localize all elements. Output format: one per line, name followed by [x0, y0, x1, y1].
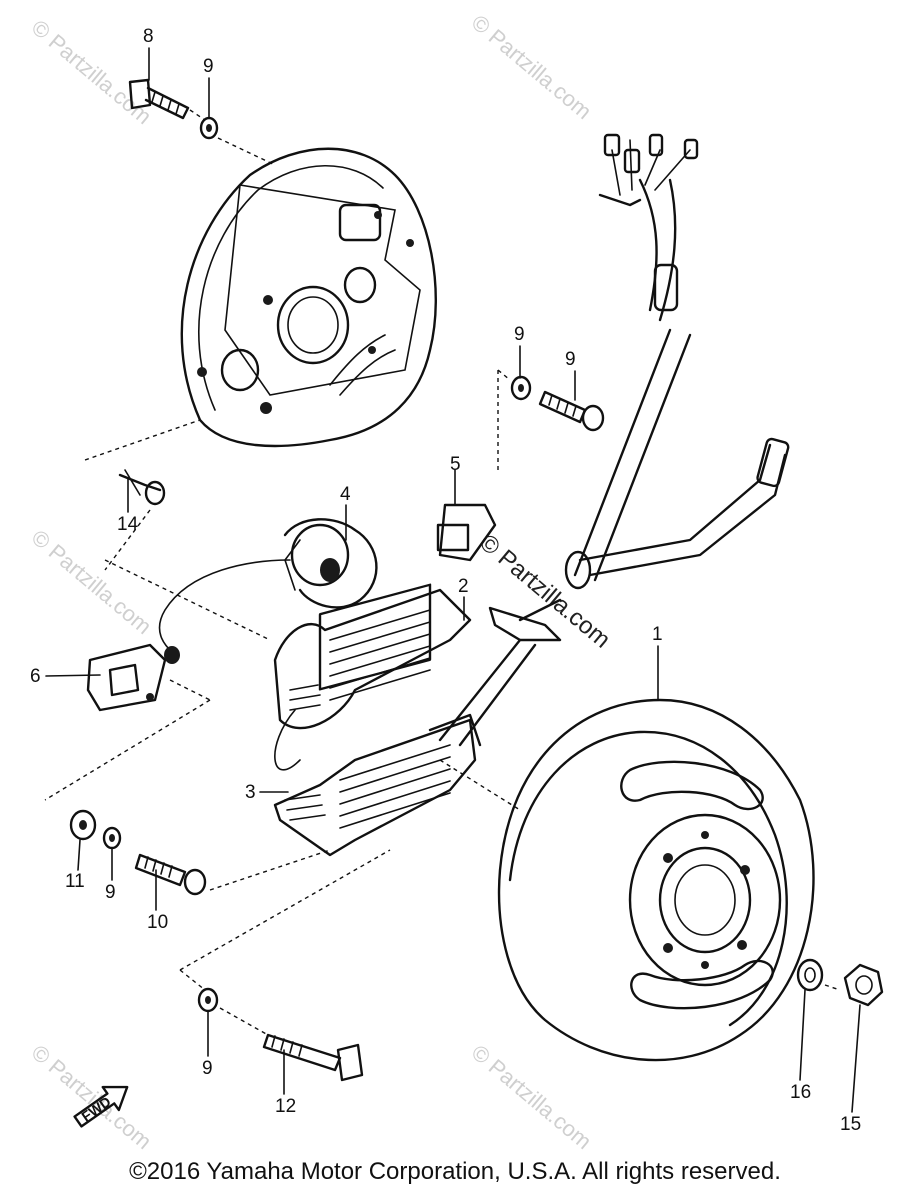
callout-9-bottom: 9 [202, 1058, 213, 1079]
callout-1: 1 [652, 624, 663, 645]
watermark-bottom-left: © Partzilla.com [27, 1040, 157, 1154]
contact-breaker-6 [86, 643, 180, 712]
watermark-top-left: © Partzilla.com [27, 15, 157, 129]
source-coil-2 [273, 583, 472, 730]
callout-2: 2 [458, 576, 469, 597]
copyright-notice: ©2016 Yamaha Motor Corporation, U.S.A. A… [129, 1158, 781, 1185]
callout-3: 3 [245, 782, 256, 803]
assembly-line-11 [497, 369, 511, 470]
washer-9-bottom [197, 987, 219, 1013]
bolt-8 [128, 78, 190, 120]
screw-14 [118, 469, 166, 506]
callout-11: 9 [565, 349, 576, 370]
assembly-line-6 [44, 559, 271, 801]
callout-15: 15 [840, 1114, 861, 1135]
callouts: 8 9 14 4 5 9 9 2 6 6 3 1 11 [30, 26, 861, 1135]
assembly-line-14 [84, 419, 201, 571]
callout-16: 16 [790, 1082, 811, 1103]
watermark-center: © Partzilla.com [474, 529, 615, 654]
washer-16 [796, 958, 824, 992]
coil-wire [158, 559, 301, 771]
bolt-13 [262, 1033, 364, 1082]
lighting-coil-4 [283, 518, 378, 609]
callout-8: 8 [143, 26, 154, 47]
callout-9-top: 9 [203, 56, 214, 77]
pulser-coil-3 [273, 713, 482, 857]
assembly-line-10 [209, 849, 331, 891]
bracket-7 [438, 606, 562, 747]
washer-9-left [102, 826, 122, 850]
callout-9-right: 9 [514, 324, 525, 345]
screw-11 [538, 390, 605, 432]
assembly-line-1 [439, 759, 521, 811]
flywheel-rotor-1 [497, 698, 815, 1062]
callout-5: 5 [450, 454, 461, 475]
watermark-bottom-right: © Partzilla.com [467, 1040, 597, 1154]
stator-base-plate [180, 147, 437, 448]
wire-harness [518, 133, 790, 622]
callout-4: 4 [340, 484, 351, 505]
callout-13: 12 [275, 1096, 296, 1117]
callout-9-left: 9 [105, 882, 116, 903]
watermark-mid-left: © Partzilla.com [27, 525, 157, 639]
nut-15 [843, 963, 884, 1007]
watermarks: © Partzilla.com © Partzilla.com © Partzi… [27, 10, 616, 1154]
screw-10 [134, 853, 207, 896]
callout-14: 14 [117, 514, 139, 535]
assembly-line-top [189, 109, 276, 166]
connector-5 [436, 469, 497, 562]
washer-9-right [510, 375, 532, 401]
callout-6: 6 [30, 666, 41, 687]
assembly-line-13 [179, 849, 391, 1036]
washer-9-top [199, 116, 219, 140]
assembly-line-15 [824, 984, 841, 991]
callout-10: 10 [147, 912, 168, 933]
watermark-top-right: © Partzilla.com [467, 10, 597, 124]
callout-12: 11 [65, 871, 85, 892]
washer-12 [69, 809, 97, 841]
